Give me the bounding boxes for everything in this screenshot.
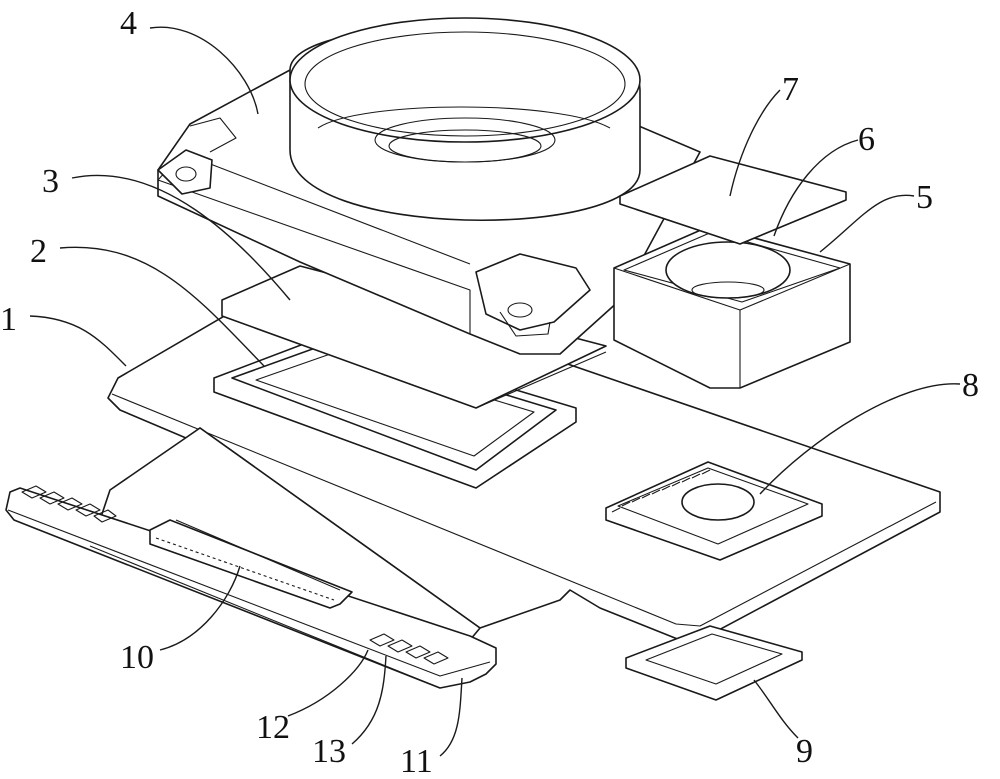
label-12: 12 (256, 709, 290, 746)
label-4: 4 (120, 5, 137, 42)
label-10: 10 (120, 639, 154, 676)
label-2: 2 (30, 233, 47, 270)
label-5: 5 (916, 179, 933, 216)
aux-camera-housing (614, 226, 850, 388)
label-3: 3 (42, 163, 59, 200)
label-1: 1 (0, 301, 17, 338)
label-6: 6 (858, 121, 875, 158)
label-8: 8 (962, 367, 979, 404)
label-9: 9 (796, 733, 813, 770)
label-13: 13 (312, 733, 346, 770)
bottom-pad (626, 626, 802, 700)
label-11: 11 (400, 743, 433, 779)
label-7: 7 (782, 71, 799, 108)
